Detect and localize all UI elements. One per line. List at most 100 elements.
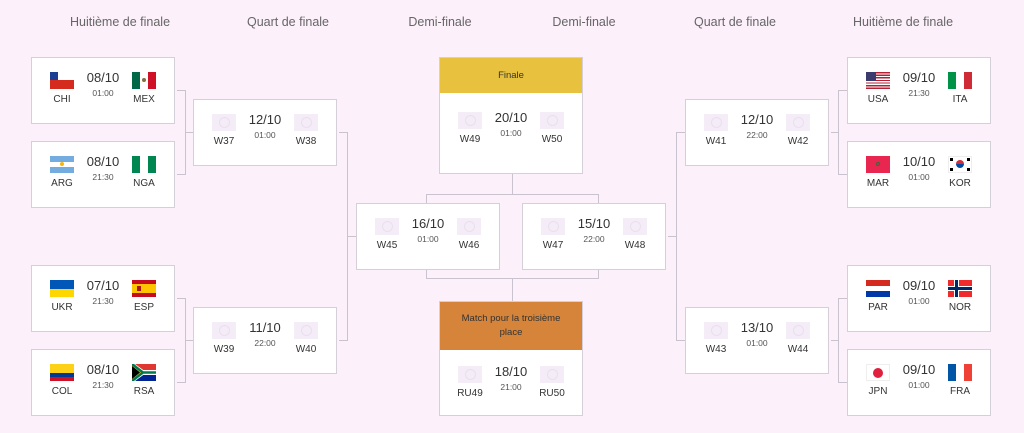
match-date: 13/10 [740, 320, 774, 335]
south-korea-flag-icon [948, 156, 972, 173]
team-code: MEX [133, 94, 155, 105]
ukraine-flag-icon [50, 280, 74, 297]
team-home: PAR [858, 280, 898, 313]
team-away: NOR [940, 280, 980, 313]
team-code: CHI [53, 94, 71, 105]
header-round-of-16-right: Huitième de finale [852, 15, 954, 29]
placeholder-flag-icon [704, 114, 728, 131]
placeholder-flag-icon [212, 322, 236, 339]
match-time: 22:00 [583, 234, 605, 244]
team-code: NGA [133, 178, 155, 189]
team-code: RSA [133, 386, 155, 397]
match-time: 01:00 [254, 130, 276, 140]
team-code: COL [51, 386, 73, 397]
match-card-chi-mex[interactable]: CHI 08/10 01:00 MEX [31, 57, 175, 124]
match-date: 09/10 [902, 278, 936, 293]
match-time: 01:00 [746, 338, 768, 348]
match-date: 15/10 [577, 216, 611, 231]
team-code: RU50 [539, 388, 565, 399]
placeholder-flag-icon [623, 218, 647, 235]
match-time: 21:30 [92, 172, 114, 182]
match-card-third-place[interactable]: Match pour la troisième place RU49 18/10… [439, 301, 583, 416]
match-date: 10/10 [902, 154, 936, 169]
team-code: W50 [541, 134, 563, 145]
team-home: W49 [450, 112, 490, 145]
connector-line [185, 132, 193, 133]
team-home: W41 [696, 114, 736, 147]
team-code: W37 [213, 136, 235, 147]
placeholder-flag-icon [457, 218, 481, 235]
team-home: CHI [42, 72, 82, 105]
connector-line [512, 278, 513, 301]
match-date: 08/10 [86, 154, 120, 169]
placeholder-flag-icon [786, 114, 810, 131]
team-code: W44 [787, 344, 809, 355]
argentina-flag-icon [50, 156, 74, 173]
match-date: 08/10 [86, 70, 120, 85]
team-code: NOR [948, 302, 972, 313]
third-place-title: Match pour la troisième place [440, 302, 582, 350]
match-card-col-rsa[interactable]: COL 08/10 21:30 RSA [31, 349, 175, 416]
connector-line [339, 340, 348, 341]
italy-flag-icon [948, 72, 972, 89]
team-code: PAR [868, 302, 888, 313]
match-card-w47-w48[interactable]: W47 15/10 22:00 W48 [522, 203, 666, 270]
match-date: 08/10 [86, 362, 120, 377]
connector-line [177, 382, 186, 383]
team-away: FRA [940, 364, 980, 397]
match-date: 07/10 [86, 278, 120, 293]
connector-line [838, 298, 847, 299]
placeholder-flag-icon [540, 112, 564, 129]
team-code: W45 [376, 240, 398, 251]
match-time: 01:00 [92, 88, 114, 98]
connector-line [426, 269, 427, 278]
match-card-arg-nga[interactable]: ARG 08/10 21:30 NGA [31, 141, 175, 208]
team-away: NGA [124, 156, 164, 189]
team-away: KOR [940, 156, 980, 189]
team-code: ARG [51, 178, 73, 189]
match-time: 21:30 [92, 296, 114, 306]
connector-line [177, 90, 186, 91]
connector-line [426, 194, 599, 195]
team-code: ITA [952, 94, 968, 105]
team-home: W37 [204, 114, 244, 147]
match-date: 09/10 [902, 362, 936, 377]
mexico-flag-icon [132, 72, 156, 89]
match-time: 21:30 [908, 88, 930, 98]
team-away: W44 [778, 322, 818, 355]
team-away: ESP [124, 280, 164, 313]
connector-line [838, 382, 847, 383]
placeholder-flag-icon [294, 114, 318, 131]
match-time: 21:30 [92, 380, 114, 390]
team-away: W42 [778, 114, 818, 147]
match-date: 09/10 [902, 70, 936, 85]
header-semi-final-right: Demi-finale [552, 15, 616, 29]
match-time: 22:00 [254, 338, 276, 348]
team-code: W47 [542, 240, 564, 251]
team-code: W42 [787, 136, 809, 147]
connector-line [185, 340, 193, 341]
team-code: W49 [459, 134, 481, 145]
team-code: W48 [624, 240, 646, 251]
placeholder-flag-icon [540, 366, 564, 383]
match-time: 01:00 [500, 128, 522, 138]
team-home: COL [42, 364, 82, 397]
team-home: UKR [42, 280, 82, 313]
match-time: 01:00 [908, 380, 930, 390]
team-code: W38 [295, 136, 317, 147]
match-time: 01:00 [417, 234, 439, 244]
team-code: UKR [51, 302, 73, 313]
connector-line [177, 174, 186, 175]
match-card-ukr-esp[interactable]: UKR 07/10 21:30 ESP [31, 265, 175, 332]
team-code: ESP [133, 302, 154, 313]
